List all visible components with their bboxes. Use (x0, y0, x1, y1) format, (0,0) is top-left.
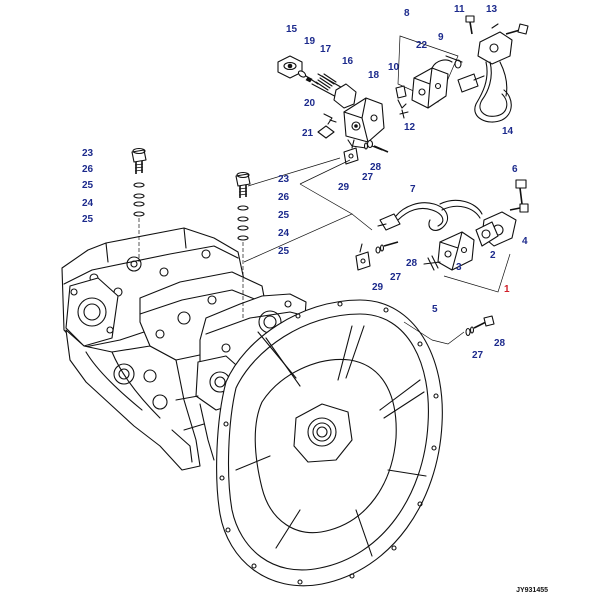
callout-23-mid: 23 (278, 174, 290, 185)
callout-25-mid-a: 25 (278, 210, 290, 221)
plug-stack-left (131, 147, 147, 262)
callout-27-lower: 27 (472, 350, 484, 361)
hydraulic-pump-body (61, 227, 307, 471)
callout-3: 3 (456, 262, 462, 273)
callout-27-mid: 27 (390, 272, 402, 283)
callout-6: 6 (512, 164, 518, 175)
callout-2: 2 (490, 250, 496, 261)
flywheel-housing (216, 299, 443, 587)
callout-10: 10 (388, 62, 400, 73)
callout-15: 15 (286, 24, 298, 35)
callout-28-lower: 28 (494, 338, 506, 349)
callout-18: 18 (368, 70, 380, 81)
callout-11: 11 (454, 4, 465, 15)
callout-24-left: 24 (82, 198, 94, 209)
callout-4: 4 (522, 236, 528, 247)
callout-12: 12 (404, 122, 416, 133)
drawing-code: JY931455 (516, 587, 548, 594)
callout-29-upper: 29 (338, 182, 350, 193)
callout-1: 1 (504, 284, 510, 295)
bolt-washer-lower (465, 315, 495, 337)
callout-27-upper: 27 (362, 172, 374, 183)
solenoid-valve-right (355, 179, 529, 293)
plug-stack-middle (235, 171, 251, 320)
flange-bolt-holes (219, 301, 439, 585)
callout-26-left: 26 (82, 164, 94, 175)
callout-23-left: 23 (82, 148, 94, 159)
callout-16: 16 (342, 56, 354, 67)
leader-lines (243, 157, 465, 345)
callout-labels: 15 19 17 16 18 20 21 8 11 13 9 22 10 12 … (82, 4, 528, 361)
callout-8: 8 (404, 8, 410, 19)
callout-25-left-a: 25 (82, 180, 94, 191)
callout-9: 9 (438, 32, 444, 43)
callout-20: 20 (304, 98, 316, 109)
callout-22: 22 (416, 40, 428, 51)
callout-28-mid: 28 (406, 258, 418, 269)
solenoid-valve-upper-right (395, 15, 529, 123)
callout-28-upper: 28 (370, 162, 382, 173)
callout-25-mid-b: 25 (278, 246, 290, 257)
callout-25-left-b: 25 (82, 214, 94, 225)
callout-7: 7 (410, 184, 416, 195)
callout-26-mid: 26 (278, 192, 290, 203)
callout-17: 17 (320, 44, 332, 55)
callout-24-mid: 24 (278, 228, 290, 239)
callout-5: 5 (432, 304, 438, 315)
solenoid-valve-upper (277, 55, 389, 165)
callout-29-lower: 29 (372, 282, 384, 293)
callout-13: 13 (486, 4, 498, 15)
callout-19: 19 (304, 36, 316, 47)
callout-21: 21 (302, 128, 314, 139)
callout-14: 14 (502, 126, 514, 137)
